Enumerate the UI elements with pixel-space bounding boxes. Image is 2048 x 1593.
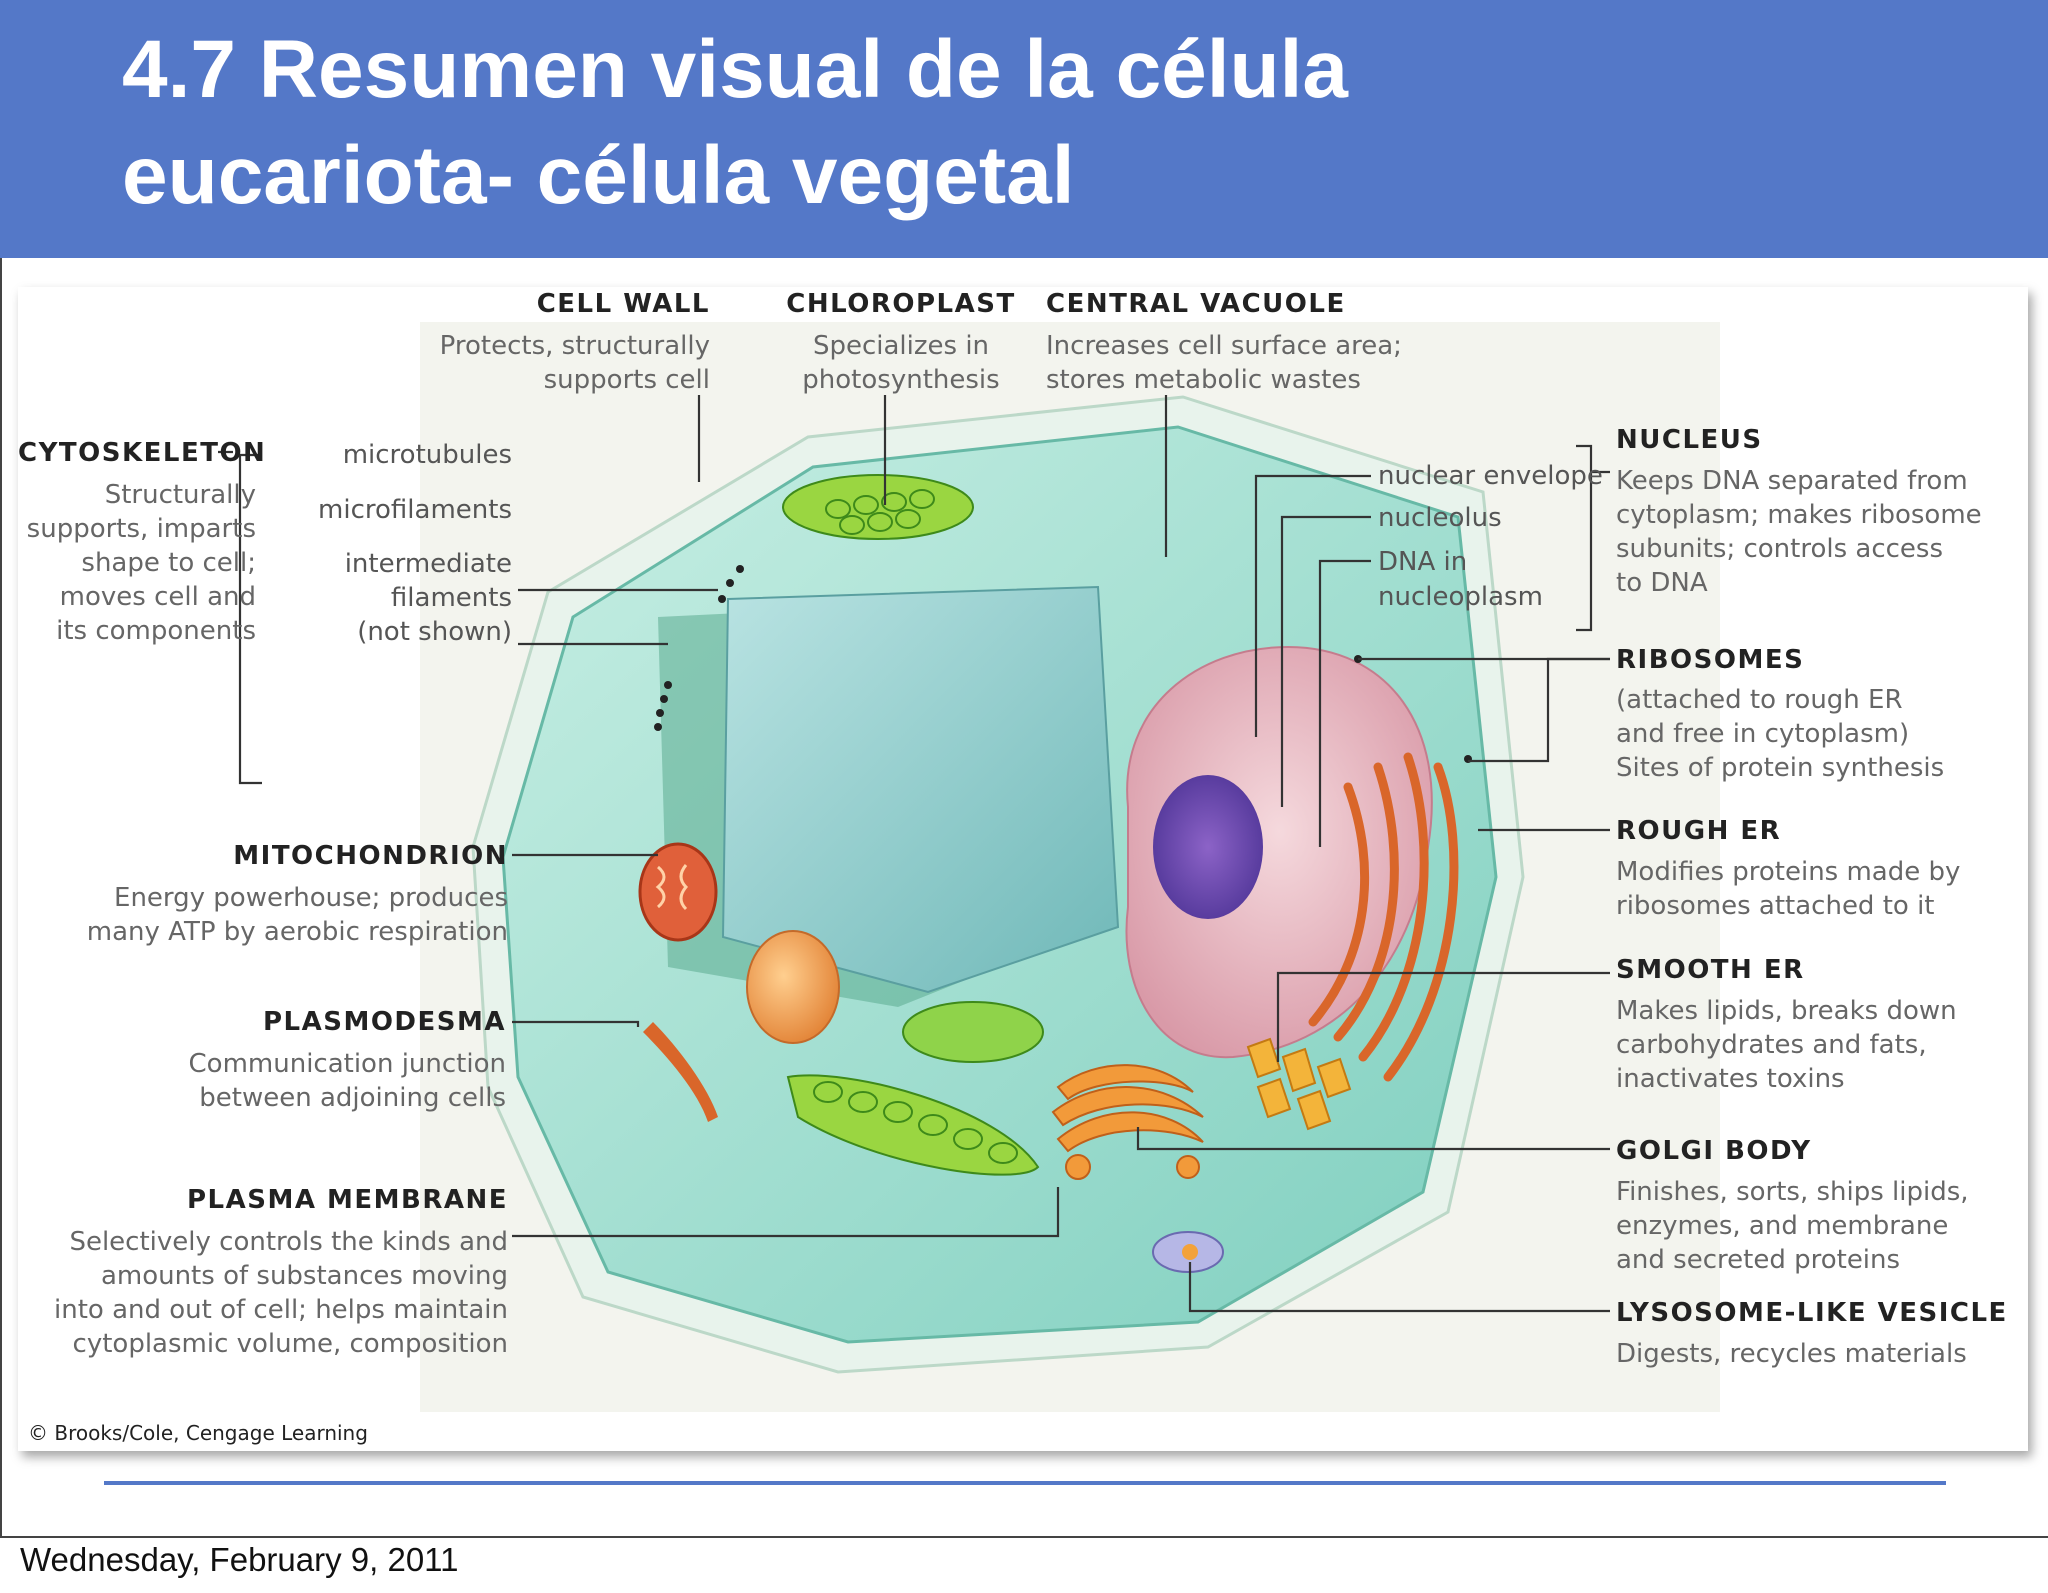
cell-wall-title: CELL WALL: [537, 289, 710, 319]
organelle-sphere: [746, 930, 840, 1044]
plasmodesma-title: PLASMODESMA: [263, 1007, 506, 1037]
mitochondrion-desc-2: many ATP by aerobic respiration: [87, 917, 508, 947]
cytoskeleton-desc-2: supports, imparts: [27, 514, 256, 544]
mitochondrion-shape: [638, 842, 718, 942]
dna-label-2: nucleoplasm: [1378, 582, 1543, 612]
nuclear-envelope-label: nuclear envelope: [1378, 461, 1603, 491]
rough-er-desc-2: ribosomes attached to it: [1616, 891, 1935, 921]
nucleolus-shape: [1153, 775, 1263, 919]
plasmodesma-desc-1: Communication junction: [189, 1049, 506, 1079]
ribosomes-desc-1: (attached to rough ER: [1616, 685, 1903, 715]
nucleus-desc-2: cytoplasm; makes ribosome: [1616, 500, 1982, 530]
chloroplast-middle: [902, 1001, 1044, 1063]
lysosome-vesicle-title: LYSOSOME-LIKE VESICLE: [1616, 1298, 2008, 1328]
dna-label-1: DNA in: [1378, 547, 1467, 577]
cell-diagram: CELL WALL Protects, structurally support…: [18, 289, 2008, 1445]
mitochondrion-title: MITOCHONDRION: [233, 841, 508, 871]
rough-er-shape: [1308, 752, 1459, 1082]
golgi-body-desc-3: and secreted proteins: [1616, 1245, 1900, 1275]
slide-date: Wednesday, February 9, 2011: [20, 1541, 459, 1578]
smooth-er-desc-2: carbohydrates and fats,: [1616, 1030, 1927, 1060]
central-vacuole-desc-1: Increases cell surface area;: [1046, 331, 1402, 361]
smooth-er-title: SMOOTH ER: [1616, 955, 1805, 985]
chloroplast-title: CHLOROPLAST: [786, 289, 1015, 319]
plant-cell-illustration: [471, 395, 1525, 1374]
slide-title-line-2: eucariota- célula vegetal: [122, 130, 1075, 221]
cytoskeleton-desc-3: shape to cell;: [81, 548, 256, 578]
golgi-body-desc-1: Finishes, sorts, ships lipids,: [1616, 1177, 1969, 1207]
slide-frame: [0, 258, 2048, 1538]
mitochondrion-desc-1: Energy powerhouse; produces: [114, 883, 508, 913]
nucleus-desc-3: subunits; controls access: [1616, 534, 1943, 564]
chloroplast-bottom: [786, 1074, 1040, 1176]
rough-er-title: ROUGH ER: [1616, 816, 1781, 846]
intermediate-filaments-label-3: (not shown): [357, 617, 512, 647]
rough-er-desc-1: Modifies proteins made by: [1616, 857, 1960, 887]
chloroplast-desc-2: photosynthesis: [802, 365, 999, 395]
slide-header: 4.7 Resumen visual de la célula eucariot…: [0, 0, 2048, 258]
cell-wall-desc-1: Protects, structurally: [440, 331, 710, 361]
golgi-body-desc-2: enzymes, and membrane: [1616, 1211, 1948, 1241]
intermediate-filaments-label-1: intermediate: [345, 549, 512, 579]
ribosomes-title: RIBOSOMES: [1616, 645, 1804, 675]
smooth-er-desc-1: Makes lipids, breaks down: [1616, 996, 1957, 1026]
ribosomes-desc-2: and free in cytoplasm): [1616, 719, 1909, 749]
plasma-membrane-desc-2: amounts of substances moving: [101, 1261, 508, 1291]
golgi-body-title: GOLGI BODY: [1616, 1136, 1812, 1166]
diagram-card: CELL WALL Protects, structurally support…: [18, 287, 2028, 1451]
intermediate-filaments-label-2: filaments: [391, 583, 512, 613]
plasmodesma-desc-2: between adjoining cells: [199, 1083, 506, 1113]
smooth-er-shape: [1246, 1037, 1352, 1131]
microfilaments-label: microfilaments: [318, 495, 512, 525]
cytoskeleton-desc-5: its components: [56, 616, 256, 646]
microtubules-label: microtubules: [343, 440, 512, 470]
chloroplast-desc-1: Specializes in: [813, 331, 989, 361]
plasma-membrane-desc-3: into and out of cell; helps maintain: [54, 1295, 508, 1325]
plasma-membrane-title: PLASMA MEMBRANE: [187, 1185, 508, 1215]
plasma-membrane-desc-1: Selectively controls the kinds and: [69, 1227, 508, 1257]
cell-wall-desc-2: supports cell: [544, 365, 710, 395]
ribosomes-desc-3: Sites of protein synthesis: [1616, 753, 1944, 783]
cytoskeleton-desc-4: moves cell and: [60, 582, 256, 612]
nucleus-desc-1: Keeps DNA separated from: [1616, 466, 1968, 496]
footer-rule: [104, 1481, 1946, 1485]
nucleus-desc-4: to DNA: [1616, 568, 1708, 598]
plasma-membrane-desc-4: cytoplasmic volume, composition: [73, 1329, 508, 1359]
nucleus-title: NUCLEUS: [1616, 425, 1763, 455]
cytoskeleton-desc-1: Structurally: [105, 480, 256, 510]
central-vacuole-desc-2: stores metabolic wastes: [1046, 365, 1361, 395]
plasmodesma-strand: [643, 1022, 718, 1122]
slide-title-line-1: 4.7 Resumen visual de la célula: [122, 24, 1349, 115]
smooth-er-desc-3: inactivates toxins: [1616, 1064, 1845, 1094]
golgi-shape: [1051, 1064, 1204, 1180]
lysosome-vesicle-desc-1: Digests, recycles materials: [1616, 1339, 1967, 1369]
central-vacuole-shape: [721, 585, 1120, 994]
credit-line: © Brooks/Cole, Cengage Learning: [28, 1421, 368, 1445]
cytoskeleton-title: CYTOSKELETON: [18, 438, 266, 468]
nucleolus-label: nucleolus: [1378, 503, 1502, 533]
central-vacuole-title: CENTRAL VACUOLE: [1046, 289, 1346, 319]
leader-lines: [218, 395, 1610, 1313]
chloroplast-top: [782, 474, 974, 540]
